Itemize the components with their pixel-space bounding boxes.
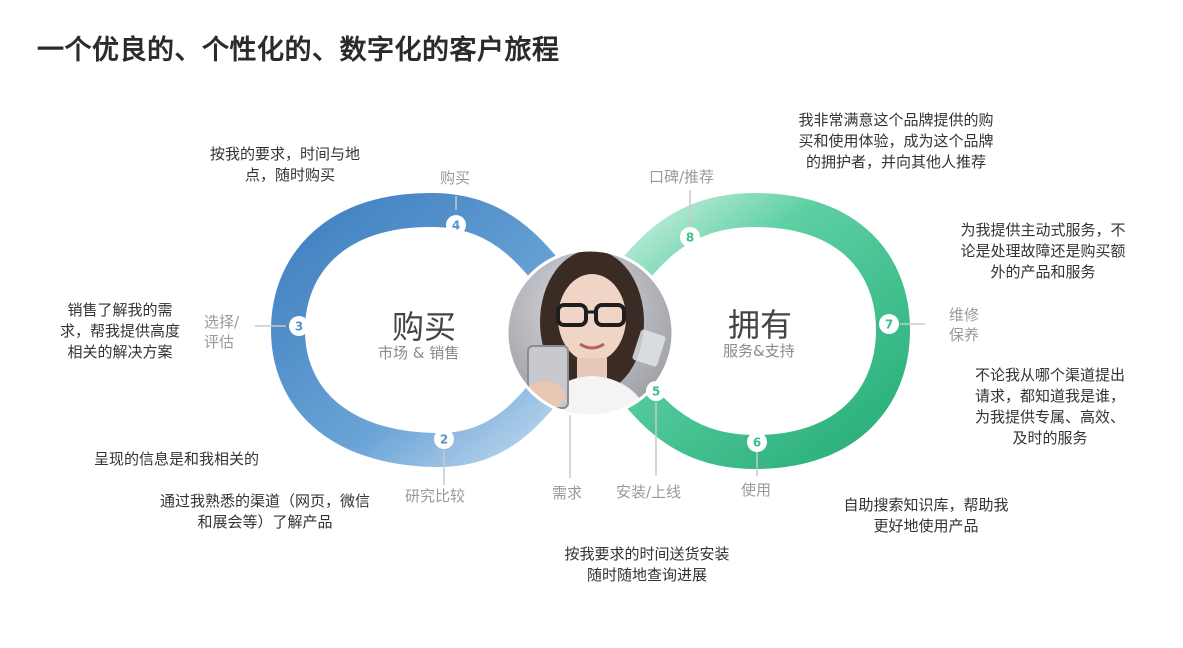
buy-loop-subtitle: 市场 & 销售 — [378, 344, 460, 362]
recommend-description-line1: 我非常满意这个品牌提供的购 — [798, 111, 994, 129]
stage-6-label: 使用 — [741, 481, 772, 499]
svg-text:2: 2 — [440, 433, 448, 447]
install-description-line1: 按我要求的时间送货安装 — [564, 545, 730, 563]
recommend-description-line3: 的拥护者，并向其他人推荐 — [805, 153, 986, 171]
stage-3-label: 选择/ 评估 — [204, 312, 239, 352]
install-description: 按我要求的时间送货安装 随时随地查询进展 — [552, 544, 742, 586]
stage-3-label-line2: 评估 — [204, 333, 235, 351]
stage-5-badge: 5 — [646, 381, 666, 401]
buy-loop-title: 购买 — [392, 308, 457, 346]
proactive-description-line2: 论是处理故障还是购买额 — [960, 242, 1126, 260]
svg-text:5: 5 — [652, 385, 660, 399]
proactive-description-line3: 外的产品和服务 — [990, 263, 1096, 281]
request-description-line4: 及时的服务 — [1012, 429, 1088, 447]
stage-8-badge: 8 — [680, 227, 700, 247]
use-description: 自助搜索知识库，帮助我 更好地使用产品 — [830, 495, 1022, 537]
customer-photo — [507, 250, 673, 416]
buy-loop-ring — [271, 192, 607, 468]
page-title: 一个优良的、个性化的、数字化的客户旅程 — [37, 35, 560, 66]
stage-badges: 2 3 4 5 6 7 8 — [289, 215, 899, 452]
stage-1-label: 需求 — [552, 484, 583, 502]
stage-7-label-line1: 维修 — [949, 306, 980, 324]
proactive-description-line1: 为我提供主动式服务，不 — [960, 221, 1126, 239]
select-description-line3: 相关的解决方案 — [67, 343, 173, 361]
own-loop-title: 拥有 — [728, 306, 793, 344]
research-description-line2: 和展会等）了解产品 — [197, 513, 333, 531]
request-description-line3: 为我提供专属、高效、 — [974, 408, 1125, 426]
stage-4-label: 购买 — [440, 169, 471, 187]
buy-description-line2: 点，随时购买 — [245, 166, 336, 184]
stage-5-label: 安装/上线 — [616, 483, 682, 501]
buy-description: 按我的要求，时间与地 点，随时购买 — [210, 144, 360, 186]
request-description-line2: 请求，都知道我是谁， — [974, 387, 1125, 405]
stage-7-label: 维修 保养 — [949, 305, 979, 345]
stage-3-label-line1: 选择/ — [204, 313, 240, 331]
research-description: 通过我熟悉的渠道（网页，微信 和展会等）了解产品 — [143, 491, 387, 533]
proactive-description: 为我提供主动式服务，不 论是处理故障还是购买额 外的产品和服务 — [946, 220, 1140, 283]
stage-2-badge: 2 — [434, 429, 454, 449]
svg-text:8: 8 — [686, 231, 694, 245]
info-description: 呈现的信息是和我相关的 — [94, 449, 259, 470]
select-description: 销售了解我的需 求，帮我提供高度 相关的解决方案 — [46, 300, 194, 363]
stage-2-label: 研究比较 — [405, 487, 466, 505]
stage-7-label-line2: 保养 — [949, 326, 980, 344]
stage-7-badge: 7 — [879, 314, 899, 334]
stage-6-badge: 6 — [747, 432, 767, 452]
select-description-line2: 求，帮我提供高度 — [59, 322, 180, 340]
stage-3-badge: 3 — [289, 316, 309, 336]
svg-text:4: 4 — [452, 219, 460, 233]
select-description-line1: 销售了解我的需 — [67, 301, 173, 319]
buy-description-line1: 按我的要求，时间与地 — [210, 145, 361, 163]
use-description-line2: 更好地使用产品 — [873, 517, 979, 535]
svg-text:3: 3 — [295, 320, 303, 334]
stage-8-label: 口碑/推荐 — [649, 168, 715, 186]
recommend-description-line2: 买和使用体验，成为这个品牌 — [798, 132, 994, 150]
install-description-line2: 随时随地查询进展 — [586, 566, 707, 584]
own-loop-subtitle: 服务&支持 — [723, 342, 795, 360]
svg-text:6: 6 — [753, 436, 761, 450]
request-description-line1: 不论我从哪个渠道提出 — [974, 366, 1125, 384]
svg-text:7: 7 — [885, 318, 893, 332]
research-description-line1: 通过我熟悉的渠道（网页，微信 — [159, 492, 370, 510]
info-description-line1: 呈现的信息是和我相关的 — [94, 450, 260, 468]
request-description: 不论我从哪个渠道提出 请求，都知道我是谁， 为我提供专属、高效、 及时的服务 — [960, 365, 1140, 449]
stage-4-badge: 4 — [446, 215, 466, 235]
recommend-description: 我非常满意这个品牌提供的购 买和使用体验，成为这个品牌 的拥护者，并向其他人推荐 — [782, 110, 1010, 173]
use-description-line1: 自助搜索知识库，帮助我 — [843, 496, 1009, 514]
